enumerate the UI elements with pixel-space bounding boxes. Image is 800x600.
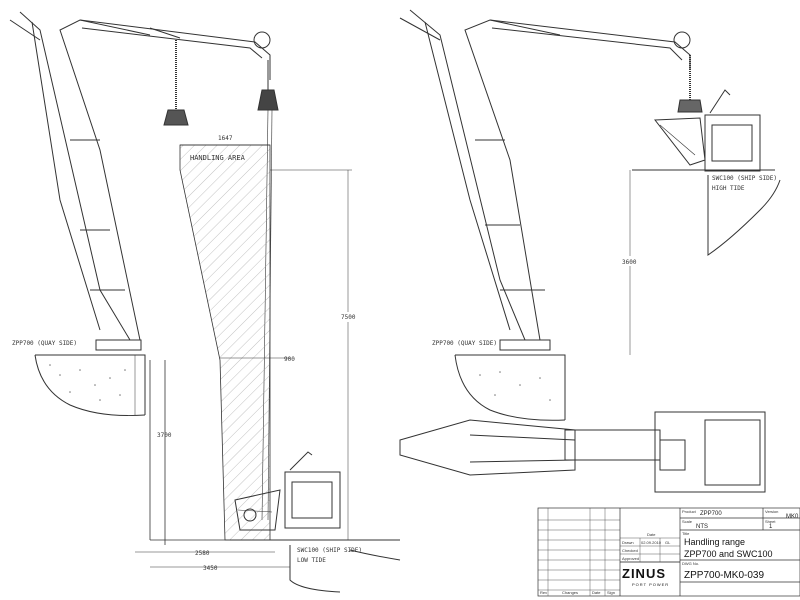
title-line-1: Handling range — [684, 537, 745, 547]
dwg-value: ZPP700-MK0-039 — [684, 570, 764, 581]
dim-bottom-2: 3450 — [203, 565, 218, 572]
product-label: Product — [682, 509, 697, 514]
left-tide-label: LOW TIDE — [297, 557, 326, 564]
dim-height-value: 7500 — [341, 314, 356, 321]
dim-quay-height: 3700 — [157, 432, 172, 439]
left-ship-deck: SWC100 (SHIP SIDE) LOW TIDE — [230, 539, 401, 593]
left-boom — [79, 19, 271, 80]
rev-col-rev: Rev — [540, 590, 547, 595]
right-boom — [489, 19, 691, 70]
left-ship-label: SWC100 (SHIP SIDE) — [297, 547, 362, 554]
product-value: ZPP700 — [700, 511, 722, 517]
handling-area: HANDLING AREA 1647 900 — [179, 135, 295, 541]
rev-col-sign: Sign — [607, 590, 615, 595]
title-block — [537, 507, 800, 597]
version-label: Version — [765, 509, 778, 514]
title-line-2: ZPP700 and SWC100 — [684, 549, 773, 559]
rev-col-changes: Changes — [562, 590, 578, 595]
dim-top-width: 1647 — [218, 135, 233, 142]
scale-value: NTS — [696, 524, 708, 530]
dim-height-left: 7500 — [270, 169, 358, 540]
left-quay-wall: ZPP700 (QUAY SIDE) — [12, 340, 146, 417]
right-spout — [677, 55, 703, 113]
left-crane-mast — [9, 11, 151, 351]
version-value: MK0 — [786, 514, 799, 520]
rev-col-date: Date — [592, 590, 601, 595]
right-view: SWC100 (SHIP SIDE) HIGH TIDE 3600 ZPP700… — [399, 9, 781, 493]
logo-text: ZINUS — [622, 566, 666, 581]
rev-initials: GL — [665, 540, 671, 545]
dwg-label: DWG No. — [682, 561, 699, 566]
rev-date-value: 02.09.2010 — [641, 540, 662, 545]
rev-drawn-label: Drawn — [622, 540, 634, 545]
rev-approved-label: Approved — [622, 556, 639, 561]
right-tide-label: HIGH TIDE — [712, 185, 745, 192]
rev-checked-label: Checked — [622, 548, 638, 553]
title-label: Title — [682, 531, 690, 536]
title-block-text: Rev Changes Date Sign Date Drawn 02.09.2… — [540, 509, 799, 595]
dim-mid-width: 900 — [284, 356, 295, 363]
handling-area-label: HANDLING AREA — [190, 154, 246, 162]
left-spout-1 — [163, 40, 189, 126]
right-crane-mast — [399, 9, 561, 351]
right-ship-label: SWC100 (SHIP SIDE) — [712, 175, 777, 182]
left-view: HANDLING AREA 1647 900 7500 ZPP700 (QUAY… — [9, 11, 401, 593]
plan-view — [399, 411, 766, 493]
right-quay-wall: ZPP700 (QUAY SIDE) — [432, 340, 566, 421]
sheet-label: Sheet — [765, 519, 776, 524]
dim-bottom-1: 2580 — [195, 550, 210, 557]
scale-label: Scale — [682, 519, 693, 524]
left-ship-machine — [234, 451, 341, 531]
dim-height-right: 3600 — [621, 170, 639, 355]
bottom-dims-left: 2580 3450 — [135, 550, 290, 572]
logo-sub: PORT POWER — [632, 582, 669, 587]
zinus-logo: ZINUS PORT POWER — [622, 566, 669, 587]
left-quay-label: ZPP700 (QUAY SIDE) — [12, 340, 77, 347]
sheet-value: 1 — [769, 524, 773, 530]
dim-right-height: 3600 — [622, 259, 637, 266]
right-ship-machine: SWC100 (SHIP SIDE) HIGH TIDE — [632, 89, 781, 256]
rev-date-label: Date — [647, 532, 656, 537]
right-quay-label: ZPP700 (QUAY SIDE) — [432, 340, 497, 347]
